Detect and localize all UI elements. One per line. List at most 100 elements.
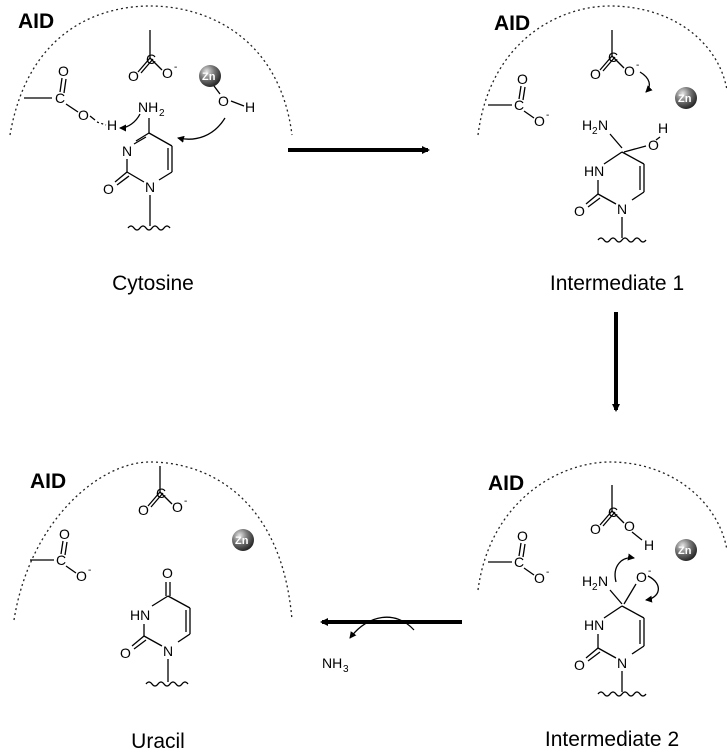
carboxylate-left: C O O -: [488, 71, 549, 129]
svg-text:O: O: [534, 113, 545, 129]
svg-text:N: N: [617, 201, 627, 217]
svg-text:O: O: [517, 528, 528, 544]
ammonia-byproduct: NH 3: [322, 655, 349, 675]
enzyme-label: AID: [18, 10, 54, 33]
svg-text:C: C: [514, 97, 524, 113]
svg-text:HN: HN: [584, 617, 604, 633]
curly-arrow-oxyanion: [645, 575, 659, 603]
ammonia-release-arrow: [349, 616, 415, 639]
svg-text:3: 3: [343, 664, 349, 675]
carboxylic-acid-left: C O O H: [24, 63, 117, 133]
svg-text:O: O: [517, 71, 528, 87]
panel-uracil: AID C O O - C O O - Zn O: [13, 461, 293, 753]
svg-text:-: -: [88, 565, 91, 576]
svg-text:Zn: Zn: [678, 545, 692, 557]
svg-text:-: -: [184, 496, 187, 507]
svg-text:O: O: [162, 65, 173, 81]
svg-text:C: C: [55, 90, 65, 106]
svg-text:O: O: [624, 63, 635, 79]
caption-uracil: Uracil: [131, 730, 185, 753]
svg-text:2: 2: [592, 126, 598, 137]
curly-arrow-attack: [177, 117, 226, 143]
enzyme-pocket-outline: [477, 461, 727, 591]
svg-text:N: N: [617, 655, 627, 671]
svg-text:O: O: [59, 526, 70, 542]
intermediate-2-ring: H 2 N O - HN O N: [574, 566, 651, 697]
svg-text:-: -: [174, 62, 177, 73]
svg-text:2: 2: [592, 582, 598, 593]
svg-text:C: C: [608, 504, 618, 520]
svg-text:N: N: [122, 143, 132, 159]
svg-text:HN: HN: [584, 163, 604, 179]
svg-text:O: O: [78, 107, 89, 123]
svg-text:C: C: [146, 51, 156, 67]
svg-text:O: O: [624, 518, 635, 534]
glutamate-carboxylate: C O O -: [138, 466, 187, 518]
svg-text:2: 2: [159, 108, 165, 119]
svg-text:-: -: [636, 60, 639, 71]
svg-text:C: C: [156, 485, 166, 501]
zinc-ion: Zn: [675, 539, 697, 561]
svg-text:O: O: [162, 565, 173, 581]
svg-text:O: O: [120, 645, 131, 661]
caption-cytosine: Cytosine: [112, 272, 194, 295]
svg-text:H: H: [582, 117, 592, 133]
svg-text:O: O: [574, 203, 585, 219]
panel-intermediate-1: AID C O O - C O O - Zn H O: [477, 5, 727, 295]
svg-text:O: O: [103, 181, 114, 197]
water-oxygen: O: [218, 93, 229, 109]
svg-text:O: O: [76, 568, 87, 584]
svg-text:O: O: [172, 499, 183, 515]
svg-text:-: -: [546, 110, 549, 121]
uracil-ring: O HN O N: [120, 565, 191, 687]
svg-text:NH: NH: [138, 99, 158, 115]
curly-arrow-proton: [614, 553, 635, 583]
zinc-ion: Zn: [232, 529, 254, 551]
intermediate-1-ring: H O H 2 N HN O N: [574, 117, 668, 243]
zinc-ion: Zn: [199, 65, 221, 87]
svg-text:-: -: [648, 566, 651, 577]
svg-text:HN: HN: [130, 607, 150, 623]
panel-intermediate-2: AID C O O H C O O - Zn: [477, 461, 727, 751]
svg-text:Zn: Zn: [202, 71, 216, 83]
svg-text:O: O: [534, 570, 545, 586]
svg-text:C: C: [514, 554, 524, 570]
water-hydrogen: H: [245, 99, 255, 115]
svg-text:O: O: [590, 521, 601, 537]
enzyme-label: AID: [30, 470, 66, 493]
svg-text:O: O: [128, 68, 139, 84]
glutamate-carboxylate: C O O -: [590, 30, 639, 82]
enzyme-label: AID: [488, 472, 524, 495]
svg-text:Zn: Zn: [235, 535, 249, 547]
glutamate-carboxylate: C O O -: [128, 30, 177, 84]
zinc-ion: Zn: [675, 87, 697, 109]
svg-text:H: H: [582, 573, 592, 589]
svg-text:N: N: [598, 573, 608, 589]
curly-arrow-proton: [119, 113, 141, 132]
svg-text:O: O: [590, 66, 601, 82]
caption-intermediate-1: Intermediate 1: [550, 272, 684, 295]
svg-text:-: -: [546, 567, 549, 578]
curly-arrow: [639, 71, 653, 93]
panel-cytosine: AID C O O - C O O H Zn: [9, 5, 293, 295]
svg-text:NH: NH: [322, 655, 342, 671]
svg-text:C: C: [56, 552, 66, 568]
glutamic-acid: C O O H: [590, 485, 654, 553]
svg-text:N: N: [163, 643, 173, 659]
svg-text:C: C: [608, 49, 618, 65]
svg-text:N: N: [598, 117, 608, 133]
cytosine-ring: NH 2 N O N: [103, 99, 173, 231]
svg-text:N: N: [145, 179, 155, 195]
enzyme-pocket-outline: [477, 5, 727, 136]
svg-text:O: O: [138, 502, 149, 518]
carboxylate-left: C O O -: [488, 528, 549, 586]
svg-text:H: H: [107, 117, 117, 133]
svg-text:H: H: [644, 537, 654, 553]
svg-text:O: O: [58, 63, 69, 79]
svg-text:O: O: [648, 137, 659, 153]
caption-intermediate-2: Intermediate 2: [545, 728, 679, 751]
svg-text:H: H: [658, 120, 668, 136]
enzyme-label: AID: [494, 12, 530, 35]
svg-text:O: O: [574, 657, 585, 673]
